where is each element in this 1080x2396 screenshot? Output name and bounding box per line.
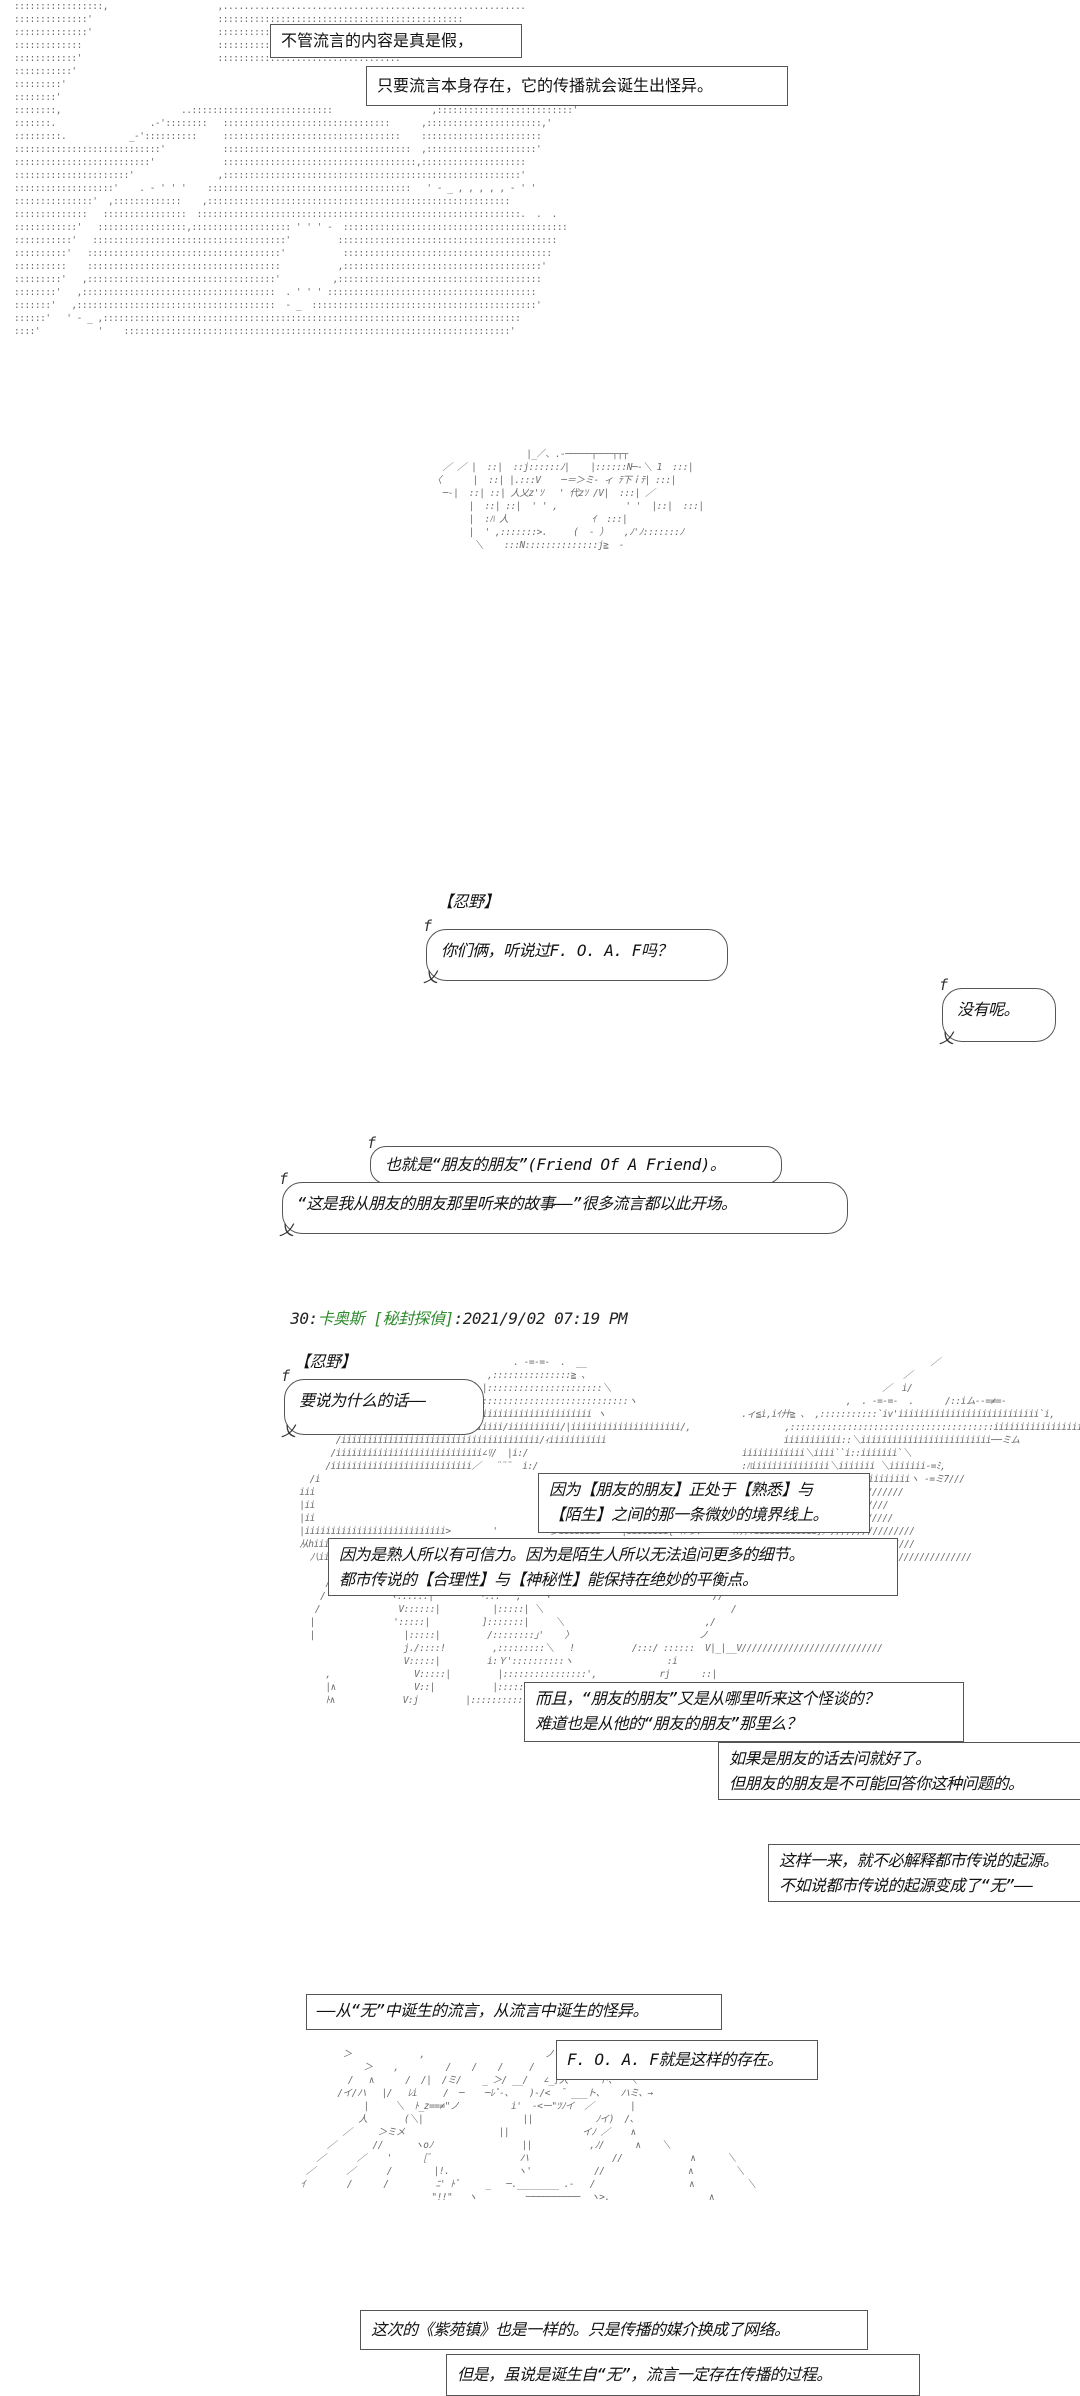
speech-bubble: f 没有呢。 乂 <box>939 976 1056 1047</box>
caption-box: 因为【朋友的朋友】正处于【熟悉】与 【陌生】之间的那一条微妙的境界线上。 <box>538 1473 870 1533</box>
poster-trip: [秘封探偵] <box>373 1309 454 1328</box>
speech-text: 要说为什么的话—— <box>299 1391 426 1410</box>
caption-box: 如果是朋友的话去问就好了。 但朋友的朋友是不可能回答你这种问题的。 <box>718 1742 1080 1800</box>
speech-bubble: f 要说为什么的话—— 乂 <box>281 1367 484 1440</box>
caption-text: 这次的《紫苑镇》也是一样的。只是传播的媒介换成了网络。 <box>371 2320 790 2339</box>
caption-line: 这样一来，就不必解释都市传说的起源。 <box>779 1851 1059 1870</box>
caption-line: 如果是朋友的话去问就好了。 <box>729 1749 931 1768</box>
bubble-mark: f <box>367 1134 376 1152</box>
caption-box: 不管流言的内容是真是假， <box>270 24 522 58</box>
caption-box: 这次的《紫苑镇》也是一样的。只是传播的媒介换成了网络。 <box>360 2310 868 2350</box>
bubble-mark: f <box>281 1367 290 1385</box>
caption-line: 因为是熟人所以有可信力。因为是陌生人所以无法追问更多的细节。 <box>339 1545 805 1564</box>
caption-box: 但是，虽说是诞生自“无”，流言一定存在传播的过程。 <box>446 2354 920 2396</box>
caption-text: F. O. A. F就是这样的存在。 <box>567 2050 783 2069</box>
caption-line: 都市传说的【合理性】与【神秘性】能保持在绝妙的平衡点。 <box>339 1570 758 1589</box>
speech-text: 没有呢。 <box>957 1000 1020 1019</box>
poster-name[interactable]: 卡奥斯 <box>317 1309 365 1328</box>
caption-text: 不管流言的内容是真是假， <box>281 31 474 50</box>
caption-line: 难道也是从他的“朋友的朋友”那里么？ <box>535 1714 802 1733</box>
speech-text: 你们俩，听说过F. O. A. F吗？ <box>441 941 672 960</box>
caption-text: ——从“无”中诞生的流言，从流言中诞生的怪异。 <box>317 2001 649 2020</box>
caption-line: 不如说都市传说的起源变成了“无”—— <box>779 1876 1033 1895</box>
caption-line: 【陌生】之间的那一条微妙的境界线上。 <box>549 1505 829 1524</box>
caption-box: 这样一来，就不必解释都市传说的起源。 不如说都市传说的起源变成了“无”—— <box>768 1844 1080 1902</box>
bubble-mark: 乂 <box>939 1029 954 1047</box>
ascii-art-title: :::::::::::::::::, ,....................… <box>14 1 610 337</box>
post-number: 30: <box>290 1309 318 1328</box>
bubble-mark: f <box>939 976 948 994</box>
caption-text: 但是，虽说是诞生自“无”，流言一定存在传播的过程。 <box>457 2365 832 2384</box>
caption-text: 只要流言本身存在，它的传播就会诞生出怪异。 <box>377 76 714 95</box>
speech-text: 也就是“朋友的朋友”(Friend Of A Friend)。 <box>385 1155 726 1174</box>
caption-line: 因为【朋友的朋友】正处于【熟悉】与 <box>549 1480 813 1499</box>
caption-line: 而且，“朋友的朋友”又是从哪里听来这个怪谈的？ <box>535 1689 879 1708</box>
bubble-mark: 乂 <box>279 1221 294 1239</box>
bubble-mark: f <box>423 917 432 935</box>
speaker-label: 【忍野】 <box>294 1352 357 1371</box>
post-header: 30:卡奥斯 [秘封探偵]:2021/9/02 07:19 PM <box>272 1299 628 1328</box>
bubble-mark: 乂 <box>281 1422 296 1440</box>
speech-bubble: f 也就是“朋友的朋友”(Friend Of A Friend)。 <box>367 1134 782 1184</box>
speech-bubble: f “这是我从朋友的朋友那里听来的故事——”很多流言都以此开场。 乂 <box>279 1170 848 1239</box>
bubble-mark: f <box>279 1170 288 1188</box>
speech-bubble: f 你们俩，听说过F. O. A. F吗？ 乂 <box>423 917 728 986</box>
bubble-mark: 乂 <box>423 968 438 986</box>
caption-box: 因为是熟人所以有可信力。因为是陌生人所以无法追问更多的细节。 都市传说的【合理性… <box>328 1538 898 1596</box>
caption-box: 只要流言本身存在，它的传播就会诞生出怪异。 <box>366 66 788 106</box>
caption-box: ——从“无”中诞生的流言，从流言中诞生的怪异。 <box>306 1994 722 2030</box>
speech-text: “这是我从朋友的朋友那里听来的故事——”很多流言都以此开场。 <box>297 1194 737 1213</box>
ascii-art-character: |_／、.-─────┬───┬┬┬ ／ ／ | ::| ::j::::::ﾉ|… <box>260 448 1080 2396</box>
speaker-label: 【忍野】 <box>437 892 500 911</box>
post-date: :2021/9/02 07:19 PM <box>453 1309 628 1328</box>
caption-box: F. O. A. F就是这样的存在。 <box>556 2040 818 2080</box>
caption-line: 但朋友的朋友是不可能回答你这种问题的。 <box>729 1774 1024 1793</box>
caption-box: 而且，“朋友的朋友”又是从哪里听来这个怪谈的？ 难道也是从他的“朋友的朋友”那里… <box>524 1682 964 1742</box>
